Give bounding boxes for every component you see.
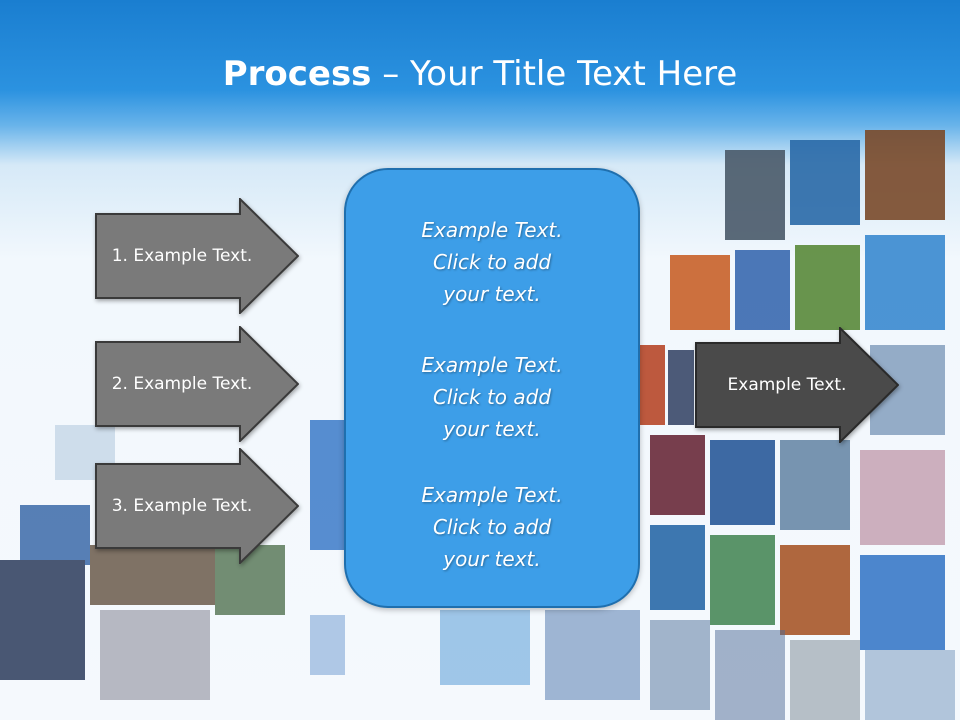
step-label-3: 3. Example Text. xyxy=(111,496,253,516)
process-box[interactable]: Example Text. Click to add your text. Ex… xyxy=(344,168,640,608)
step-arrow-3[interactable]: 3. Example Text. xyxy=(95,448,299,564)
step-label-2: 2. Example Text. xyxy=(111,374,253,394)
process-text-1[interactable]: Example Text. Click to add your text. xyxy=(421,218,563,306)
arrow-shape-icon xyxy=(95,448,299,564)
slide-title[interactable]: Process – Your Title Text Here xyxy=(0,50,960,98)
title-rest: – Your Title Text Here xyxy=(371,54,738,94)
process-text-2[interactable]: Example Text. Click to add your text. xyxy=(421,353,563,441)
title-bold: Process xyxy=(222,54,372,94)
process-text-3[interactable]: Example Text. Click to add your text. xyxy=(421,483,563,571)
arrow-shape-icon xyxy=(95,198,299,314)
result-label: Example Text. xyxy=(727,375,847,395)
result-arrow[interactable]: Example Text. xyxy=(695,327,899,443)
arrow-shape-icon xyxy=(95,326,299,442)
step-arrow-2[interactable]: 2. Example Text. xyxy=(95,326,299,442)
arrow-shape-icon xyxy=(695,327,899,443)
step-arrow-1[interactable]: 1. Example Text. xyxy=(95,198,299,314)
step-label-1: 1. Example Text. xyxy=(111,246,253,266)
